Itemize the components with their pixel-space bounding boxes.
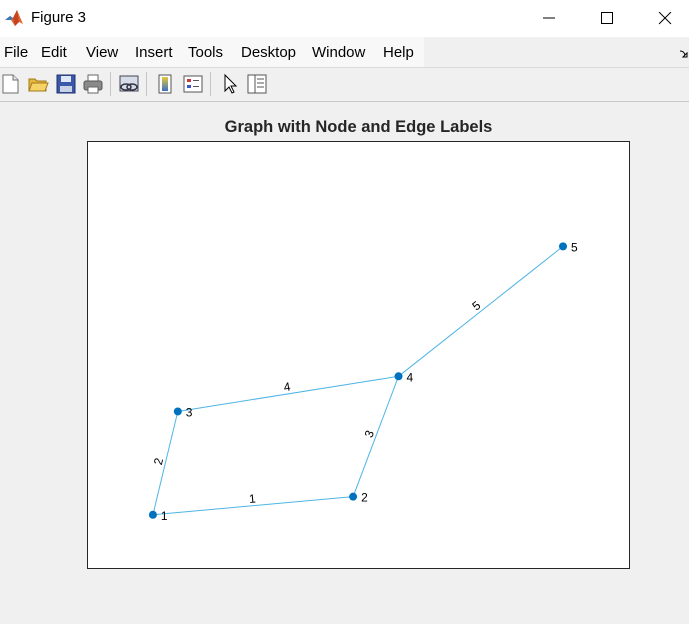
node-label: 3 bbox=[186, 405, 193, 419]
graph-node bbox=[148, 510, 157, 519]
graph-edge bbox=[152, 496, 354, 516]
insert-legend-icon[interactable] bbox=[182, 73, 204, 95]
menu-edit[interactable]: Edit bbox=[41, 44, 67, 61]
save-icon[interactable] bbox=[55, 73, 77, 95]
matlab-logo-icon bbox=[4, 9, 24, 27]
minimize-button[interactable] bbox=[526, 0, 572, 37]
link-plot-icon[interactable] bbox=[118, 73, 140, 95]
graph-node bbox=[558, 242, 567, 251]
insert-colorbar-icon[interactable] bbox=[155, 73, 177, 95]
menu-items: File Edit View Insert Tools Desktop Wind… bbox=[0, 37, 424, 67]
graph-edge bbox=[352, 376, 400, 497]
edge-label: 4 bbox=[283, 379, 292, 394]
maximize-icon bbox=[601, 12, 613, 24]
menu-window[interactable]: Window bbox=[312, 44, 366, 61]
graph-edge bbox=[152, 411, 179, 515]
menu-insert[interactable]: Insert bbox=[135, 44, 173, 61]
plot-title: Graph with Node and Edge Labels bbox=[224, 118, 493, 136]
edge-label: 1 bbox=[248, 491, 256, 506]
toolbar-separator bbox=[146, 72, 147, 96]
maximize-button[interactable] bbox=[584, 0, 630, 37]
graph-node bbox=[173, 407, 182, 416]
menu-help[interactable]: Help bbox=[383, 44, 414, 61]
close-icon bbox=[658, 12, 672, 25]
graph-edge bbox=[177, 375, 399, 412]
toolbar-separator bbox=[210, 72, 211, 96]
property-inspector-icon[interactable] bbox=[246, 73, 268, 95]
print-icon[interactable] bbox=[82, 73, 104, 95]
graph-node bbox=[394, 372, 403, 381]
dock-arrow-icon[interactable] bbox=[679, 46, 689, 64]
node-label: 5 bbox=[571, 240, 578, 254]
new-figure-icon[interactable] bbox=[0, 73, 22, 95]
close-button[interactable] bbox=[642, 0, 688, 37]
pointer-icon[interactable] bbox=[219, 73, 241, 95]
open-file-icon[interactable] bbox=[27, 73, 49, 95]
toolbar-separator bbox=[110, 72, 111, 96]
menu-file[interactable]: File bbox=[4, 44, 29, 61]
node-label: 4 bbox=[407, 370, 414, 384]
toolbar bbox=[0, 67, 689, 102]
graph-node bbox=[349, 492, 358, 501]
figure-canvas: Graph with Node and Edge Labels 1 2 3 4 5 1 2 3… bbox=[0, 101, 689, 624]
node-label: 2 bbox=[361, 491, 368, 505]
minimize-icon bbox=[543, 17, 555, 19]
title-bar: Figure 3 bbox=[0, 0, 689, 37]
window-title: Figure 3 bbox=[31, 9, 87, 26]
menu-desktop[interactable]: Desktop bbox=[241, 44, 297, 61]
edge-label: 3 bbox=[362, 428, 378, 439]
menu-bar: File Edit View Insert Tools Desktop Wind… bbox=[0, 37, 689, 67]
menu-tools[interactable]: Tools bbox=[188, 44, 224, 61]
node-label: 1 bbox=[161, 509, 168, 523]
graph-edge bbox=[398, 245, 564, 377]
menu-view[interactable]: View bbox=[86, 44, 119, 61]
edge-label: 2 bbox=[151, 456, 166, 466]
